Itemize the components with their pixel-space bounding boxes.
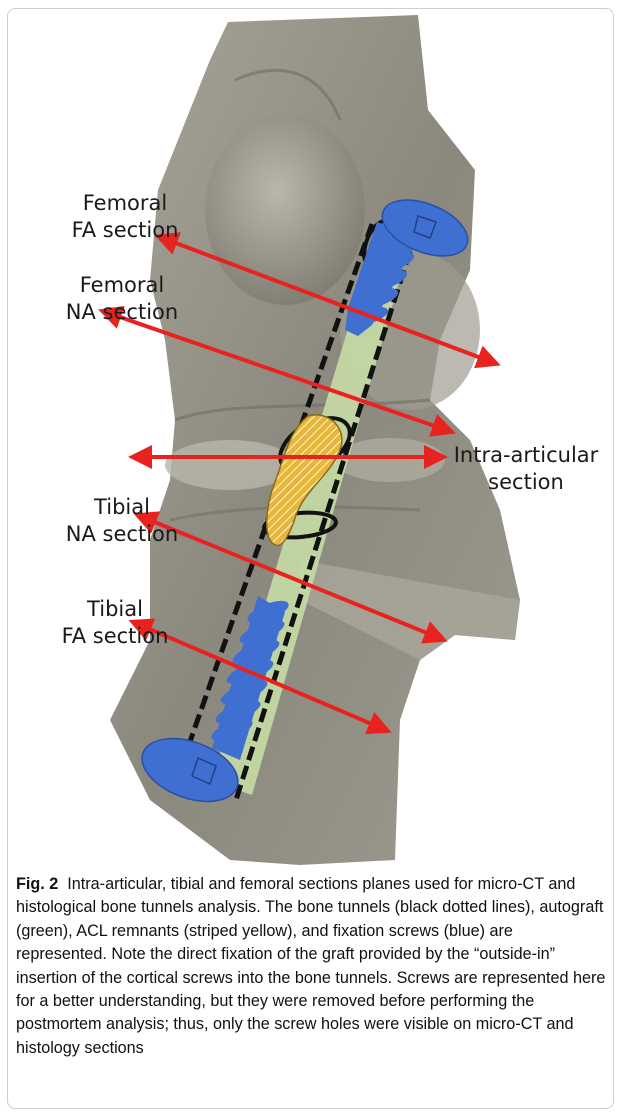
label-femoral-na-line2: NA section: [52, 299, 192, 326]
label-intra-articular: Intra-articular section: [452, 442, 600, 496]
label-tibial-na-line2: NA section: [52, 521, 192, 548]
knee-diagram: [0, 0, 623, 870]
label-femoral-fa: Femoral FA section: [55, 190, 195, 244]
label-tibial-fa-line2: FA section: [45, 623, 185, 650]
label-femoral-fa-line2: FA section: [55, 217, 195, 244]
label-intra-articular-line1: Intra-articular: [452, 442, 600, 469]
label-intra-articular-line2: section: [452, 469, 600, 496]
label-femoral-na: Femoral NA section: [52, 272, 192, 326]
caption-text: Intra-articular, tibial and femoral sect…: [16, 875, 605, 1057]
label-tibial-na: Tibial NA section: [52, 494, 192, 548]
figure-number: Fig. 2: [16, 875, 58, 893]
label-femoral-na-line1: Femoral: [52, 272, 192, 299]
label-tibial-na-line1: Tibial: [52, 494, 192, 521]
label-femoral-fa-line1: Femoral: [55, 190, 195, 217]
label-tibial-fa: Tibial FA section: [45, 596, 185, 650]
figure-caption: Fig. 2 Intra-articular, tibial and femor…: [16, 873, 608, 1060]
label-tibial-fa-line1: Tibial: [45, 596, 185, 623]
